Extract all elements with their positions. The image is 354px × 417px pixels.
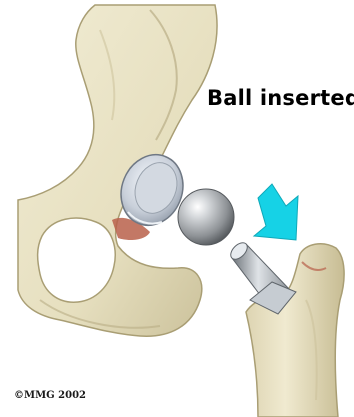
copyright-notice: ©MMG 2002 (14, 390, 86, 401)
pelvis-bone (18, 5, 217, 336)
femoral-stem-neck (228, 240, 296, 314)
arrow-icon (254, 184, 298, 240)
femoral-head-ball (178, 189, 234, 245)
ball-inserted-label: Ball inserted (207, 86, 354, 110)
